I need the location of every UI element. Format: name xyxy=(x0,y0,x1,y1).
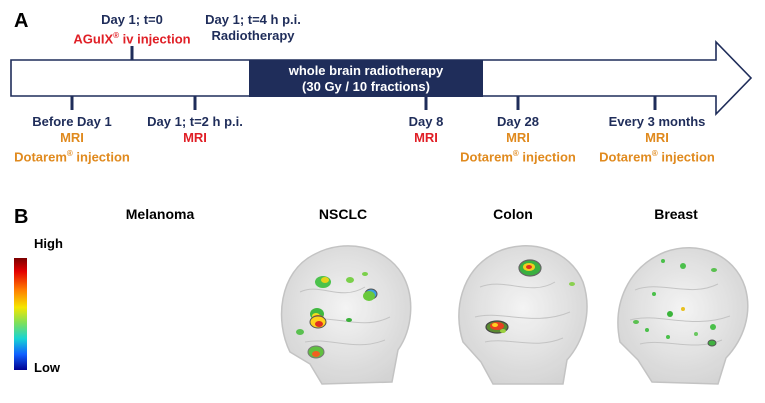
event-before-day1-dotarem: Dotarem® injection xyxy=(14,149,130,165)
legend-low-label: Low xyxy=(34,360,60,375)
event-day1-t0-time: Day 1; t=0 xyxy=(101,12,163,27)
title-melanoma: Melanoma xyxy=(125,206,195,222)
panel-b-label: B xyxy=(14,206,29,228)
event-radiotherapy: Radiotherapy xyxy=(211,28,295,43)
radiotherapy-box-line2: (30 Gy / 10 fractions) xyxy=(302,79,430,94)
event-agulx-injection: AGuIX® iv injection xyxy=(73,31,191,47)
event-day28-mri: MRI xyxy=(506,130,530,145)
event-day1-2h-mri: MRI xyxy=(183,130,207,145)
event-day8: Day 8 xyxy=(408,114,444,129)
event-before-day1-mri: MRI xyxy=(60,130,84,145)
colorscale-bar xyxy=(14,258,27,370)
title-colon: Colon xyxy=(493,206,533,222)
event-day1-t4h-time: Day 1; t=4 h p.i. xyxy=(205,12,301,27)
event-day1-2h: Day 1; t=2 h p.i. xyxy=(147,114,243,129)
event-before-day1: Before Day 1 xyxy=(32,114,112,129)
panel-a-label: A xyxy=(14,10,29,32)
event-every-3-months-dotarem: Dotarem® injection xyxy=(599,149,715,165)
brain-rendering-breast xyxy=(617,247,749,385)
radiotherapy-box: whole brain radiotherapy (30 Gy / 10 fra… xyxy=(249,60,483,97)
event-day8-mri: MRI xyxy=(414,130,438,145)
event-every-3-months-mri: MRI xyxy=(645,130,669,145)
event-every-3-months: Every 3 months xyxy=(608,114,706,129)
brain-rendering-nsclc xyxy=(280,245,412,385)
event-day28-dotarem: Dotarem® injection xyxy=(460,149,576,165)
title-breast: Breast xyxy=(654,206,698,222)
legend-high-label: High xyxy=(34,236,63,251)
brain-rendering-colon xyxy=(458,245,588,385)
radiotherapy-box-line1: whole brain radiotherapy xyxy=(288,63,444,78)
event-day28: Day 28 xyxy=(497,114,539,129)
title-nsclc: NSCLC xyxy=(318,206,368,222)
